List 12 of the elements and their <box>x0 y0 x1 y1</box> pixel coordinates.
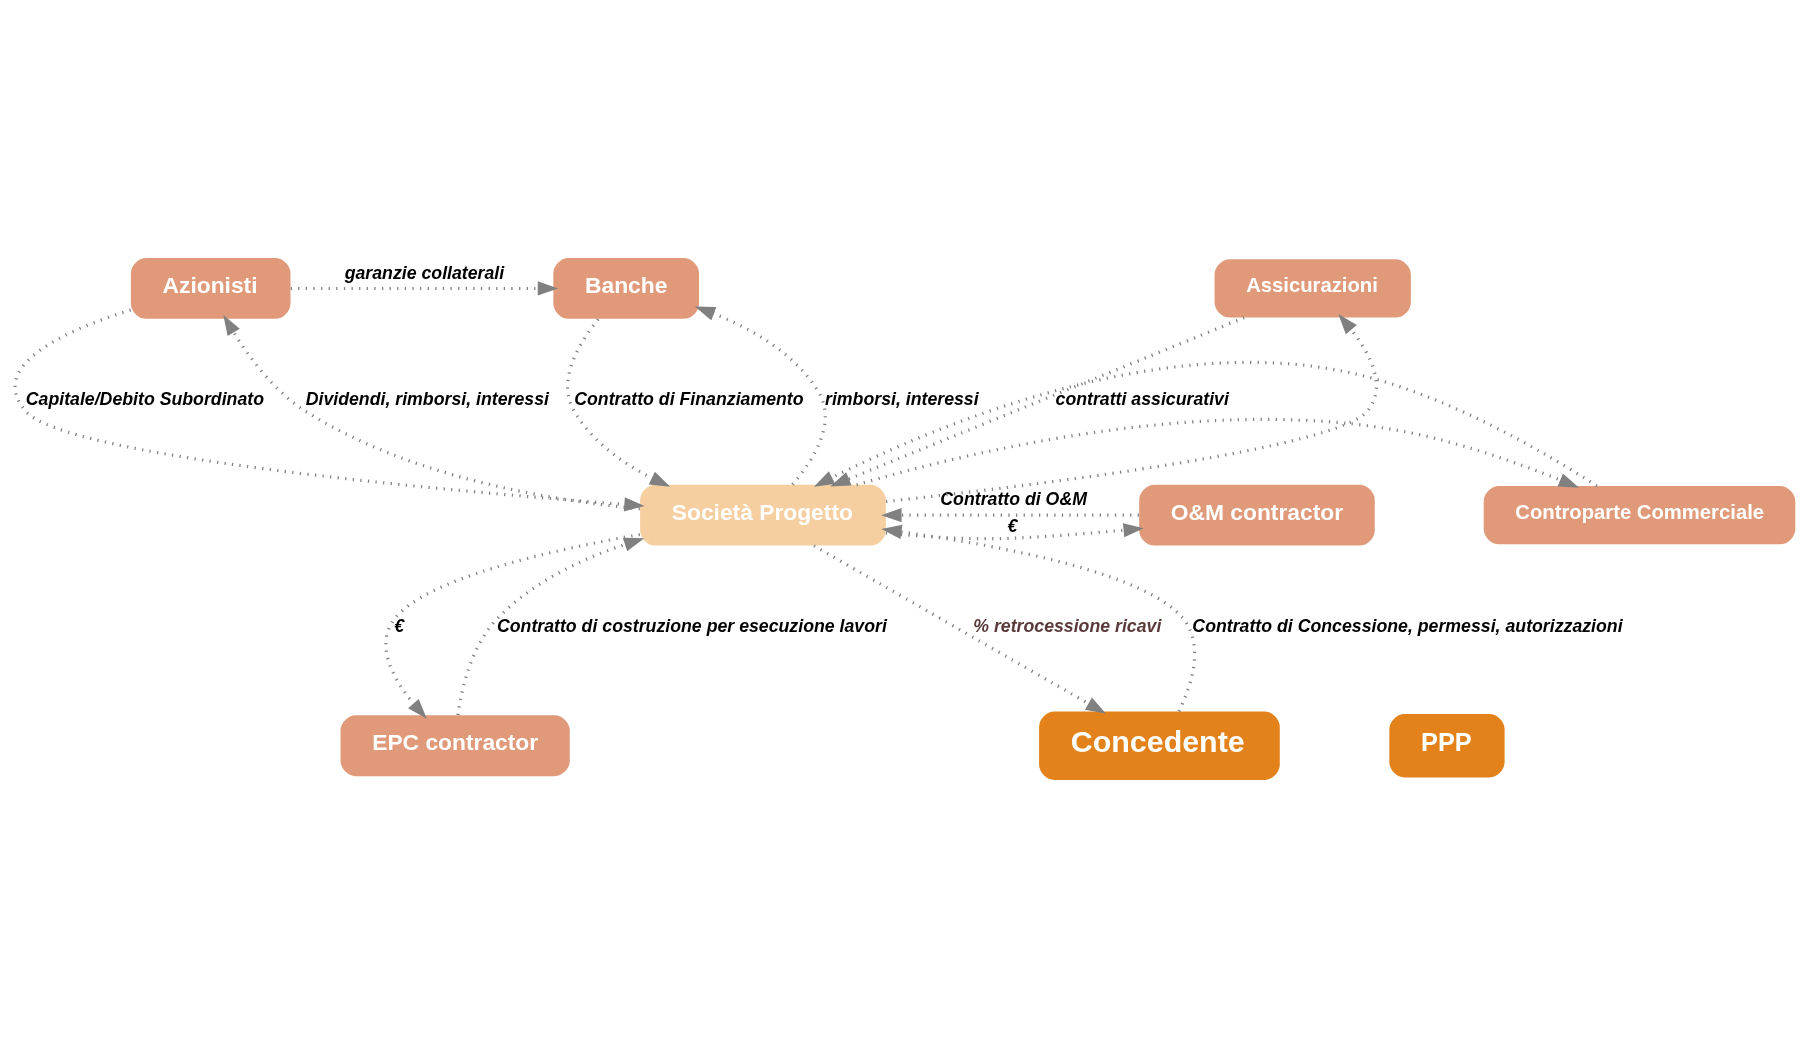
edge-label: Contratto di costruzione per esecuzione lavori <box>496 615 887 636</box>
edge-label: Capitale/Debito Subordinato <box>25 388 264 409</box>
edge-label: € <box>1007 515 1018 536</box>
edge-label: rimborsi, interessi <box>825 388 979 409</box>
edge-label: % retrocessione ricavi <box>973 615 1162 636</box>
edge-label: Contratto di Concessione, permessi, autorizzazioni <box>1192 615 1623 636</box>
edge-label: garanzie collaterali <box>344 262 505 283</box>
edge-label: Dividendi, rimborsi, interessi <box>305 388 549 409</box>
edge-label: contratti assicurativi <box>1055 388 1229 409</box>
edge-label: Contratto di O&M <box>940 488 1087 509</box>
edge-label: € <box>394 615 405 636</box>
edge-label: Contratto di Finanziamento <box>574 388 804 409</box>
